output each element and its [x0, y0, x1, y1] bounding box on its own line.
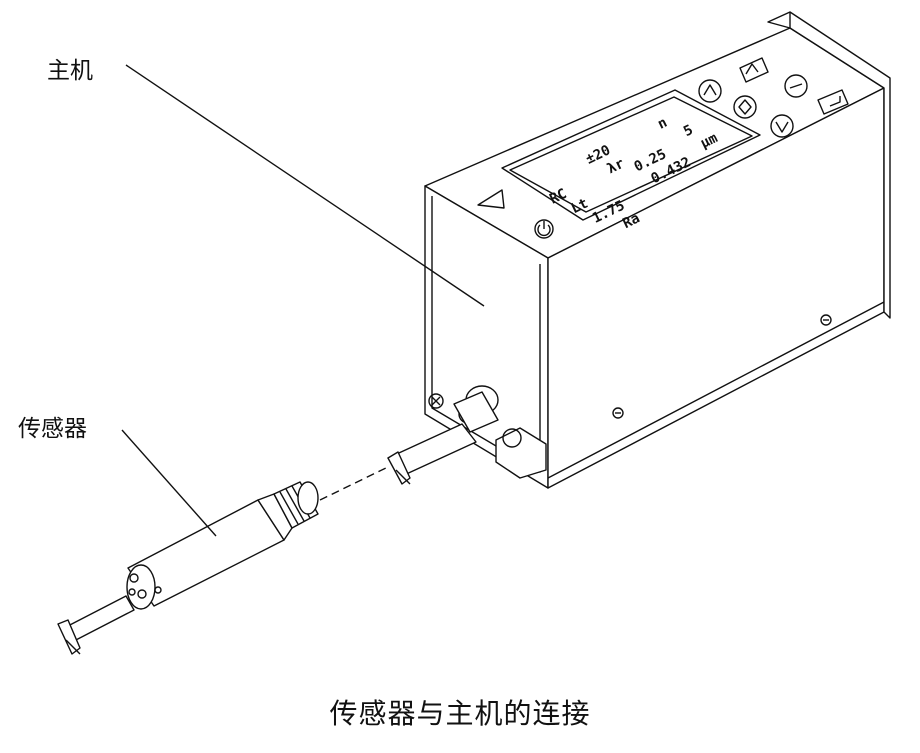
figure-caption: 传感器与主机的连接: [329, 697, 591, 730]
sensor-leader-line: [121, 429, 217, 537]
power-icon: [534, 219, 554, 239]
host-connector: [453, 385, 547, 479]
sensor-label: 传感器: [18, 416, 87, 442]
scale-key-icon: [739, 57, 769, 83]
display-value: μm: [698, 130, 720, 152]
display-panel: [501, 89, 761, 221]
host-label: 主机: [47, 58, 93, 84]
display-value: Ra: [620, 210, 642, 232]
triangle-icon: [477, 189, 505, 209]
down-arrow-icon: [770, 114, 794, 138]
sensor: [57, 481, 319, 655]
host-leader-line: [125, 64, 485, 307]
probe-tip: [387, 423, 477, 485]
enter-icon: [784, 74, 849, 115]
display-value: RC: [547, 186, 569, 208]
menu-icon: [733, 95, 757, 119]
display-value: Lt: [569, 195, 591, 217]
display-value: λr: [605, 156, 627, 178]
alignment-line: [319, 465, 391, 501]
up-arrow-icon: [698, 79, 722, 103]
